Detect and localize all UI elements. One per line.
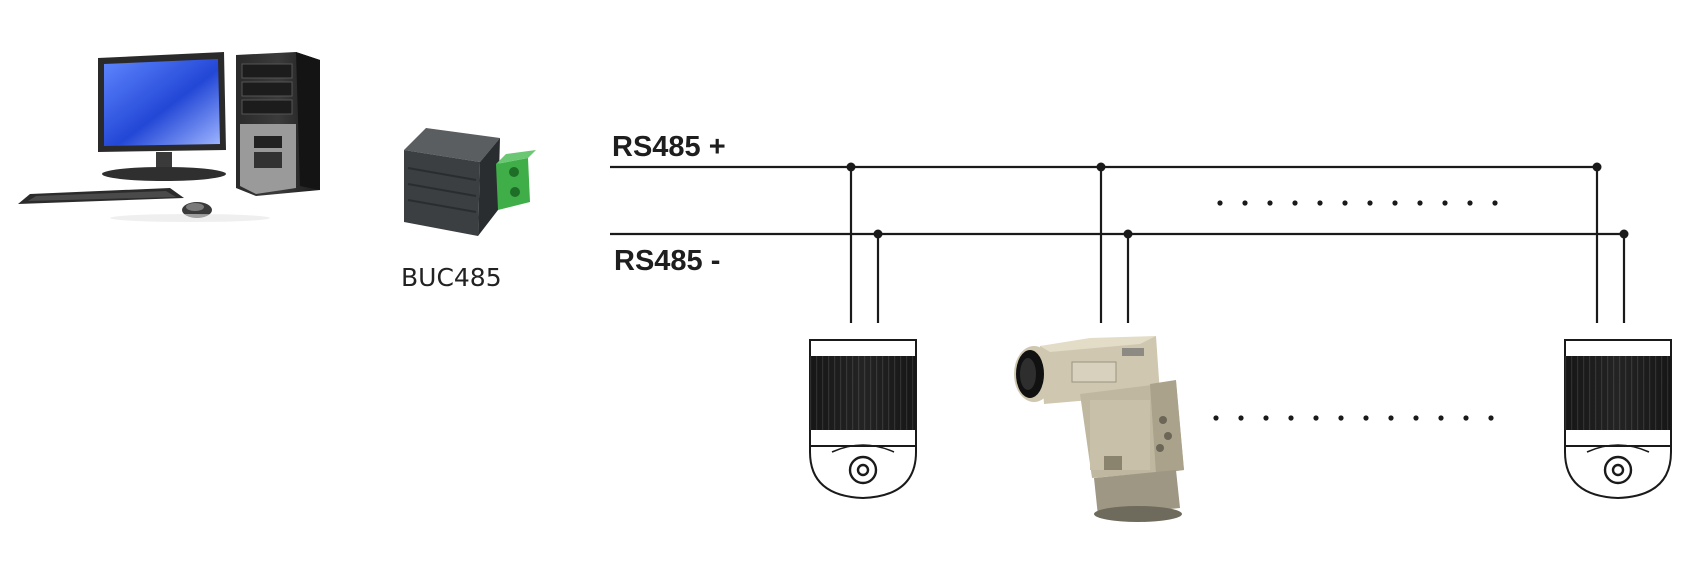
more-devices-dots-top <box>1217 200 1498 206</box>
usb-rs485-converter-icon <box>404 128 536 236</box>
dome-camera-icon <box>809 339 917 500</box>
pan-tilt-camera-icon <box>1014 336 1184 522</box>
rs485-minus-label: RS485 - <box>614 245 720 277</box>
desktop-computer-icon <box>18 52 320 222</box>
bus-junctions <box>846 162 1629 239</box>
rs485-plus-label: RS485 + <box>612 131 726 163</box>
converter-label: BUC485 <box>401 263 502 292</box>
more-devices-dots-bottom <box>1213 415 1494 421</box>
dome-camera-icon <box>1564 339 1672 500</box>
rs485-bus <box>610 165 1626 323</box>
